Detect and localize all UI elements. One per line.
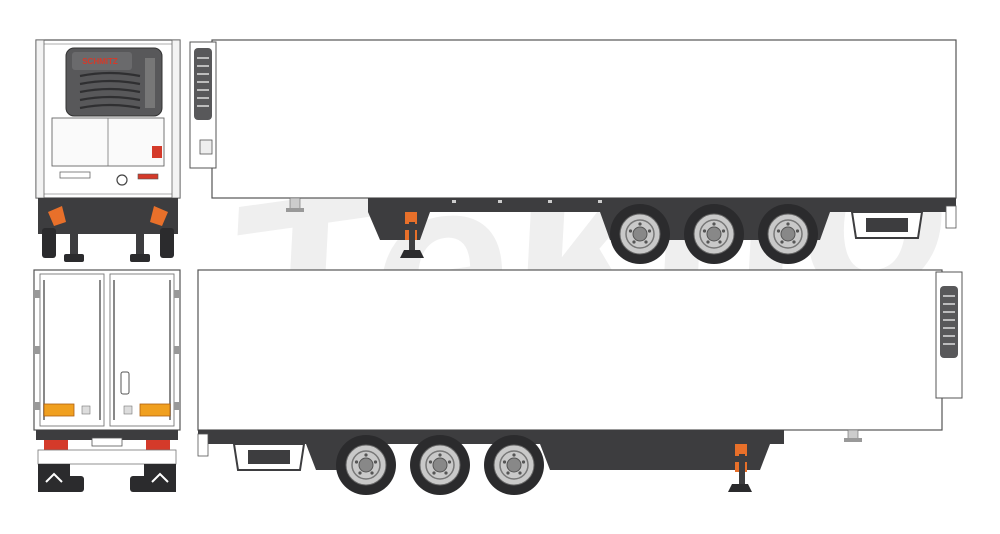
door-handle bbox=[120, 371, 130, 395]
license-plate-holder bbox=[91, 437, 123, 447]
tail-light-left bbox=[44, 440, 68, 450]
wheel-bottom-3 bbox=[483, 434, 545, 496]
front-marker-light bbox=[152, 146, 162, 158]
wheel-top-2 bbox=[683, 203, 745, 265]
wheels-bottom-view bbox=[335, 434, 545, 496]
reefer-unit-side-top bbox=[189, 41, 217, 169]
mud-flap-left bbox=[38, 464, 70, 492]
landing-gear-foot-left bbox=[64, 254, 84, 262]
rear-view bbox=[33, 269, 181, 492]
rear-door-right bbox=[109, 273, 175, 427]
reefer-unit-side-bottom bbox=[935, 271, 963, 399]
tail-light-right bbox=[146, 440, 170, 450]
wheel-top-1 bbox=[609, 203, 671, 265]
front-tire-left bbox=[42, 228, 56, 258]
rear-bumper bbox=[36, 430, 178, 440]
front-tire-right bbox=[160, 228, 174, 258]
side-view-right-facing bbox=[197, 269, 963, 492]
rear-door-left bbox=[39, 273, 105, 427]
wheel-top-3 bbox=[757, 203, 819, 265]
side-view-left-facing bbox=[189, 39, 957, 258]
rear-reflector-right bbox=[139, 403, 171, 417]
reefer-unit-front: SCHMITZ bbox=[65, 47, 163, 117]
brand-logo-schmitz: SCHMITZ bbox=[82, 57, 118, 66]
box-body-top bbox=[211, 39, 957, 199]
wheels-top-view bbox=[609, 203, 819, 265]
landing-gear-foot-right bbox=[130, 254, 150, 262]
box-body-bottom bbox=[197, 269, 943, 431]
mud-flap-right bbox=[144, 464, 176, 492]
chassis-bottom bbox=[198, 430, 784, 470]
wheel-bottom-2 bbox=[409, 434, 471, 496]
front-view: SCHMITZ bbox=[35, 39, 181, 262]
wheel-bottom-1 bbox=[335, 434, 397, 496]
rear-reflector-left bbox=[43, 403, 75, 417]
